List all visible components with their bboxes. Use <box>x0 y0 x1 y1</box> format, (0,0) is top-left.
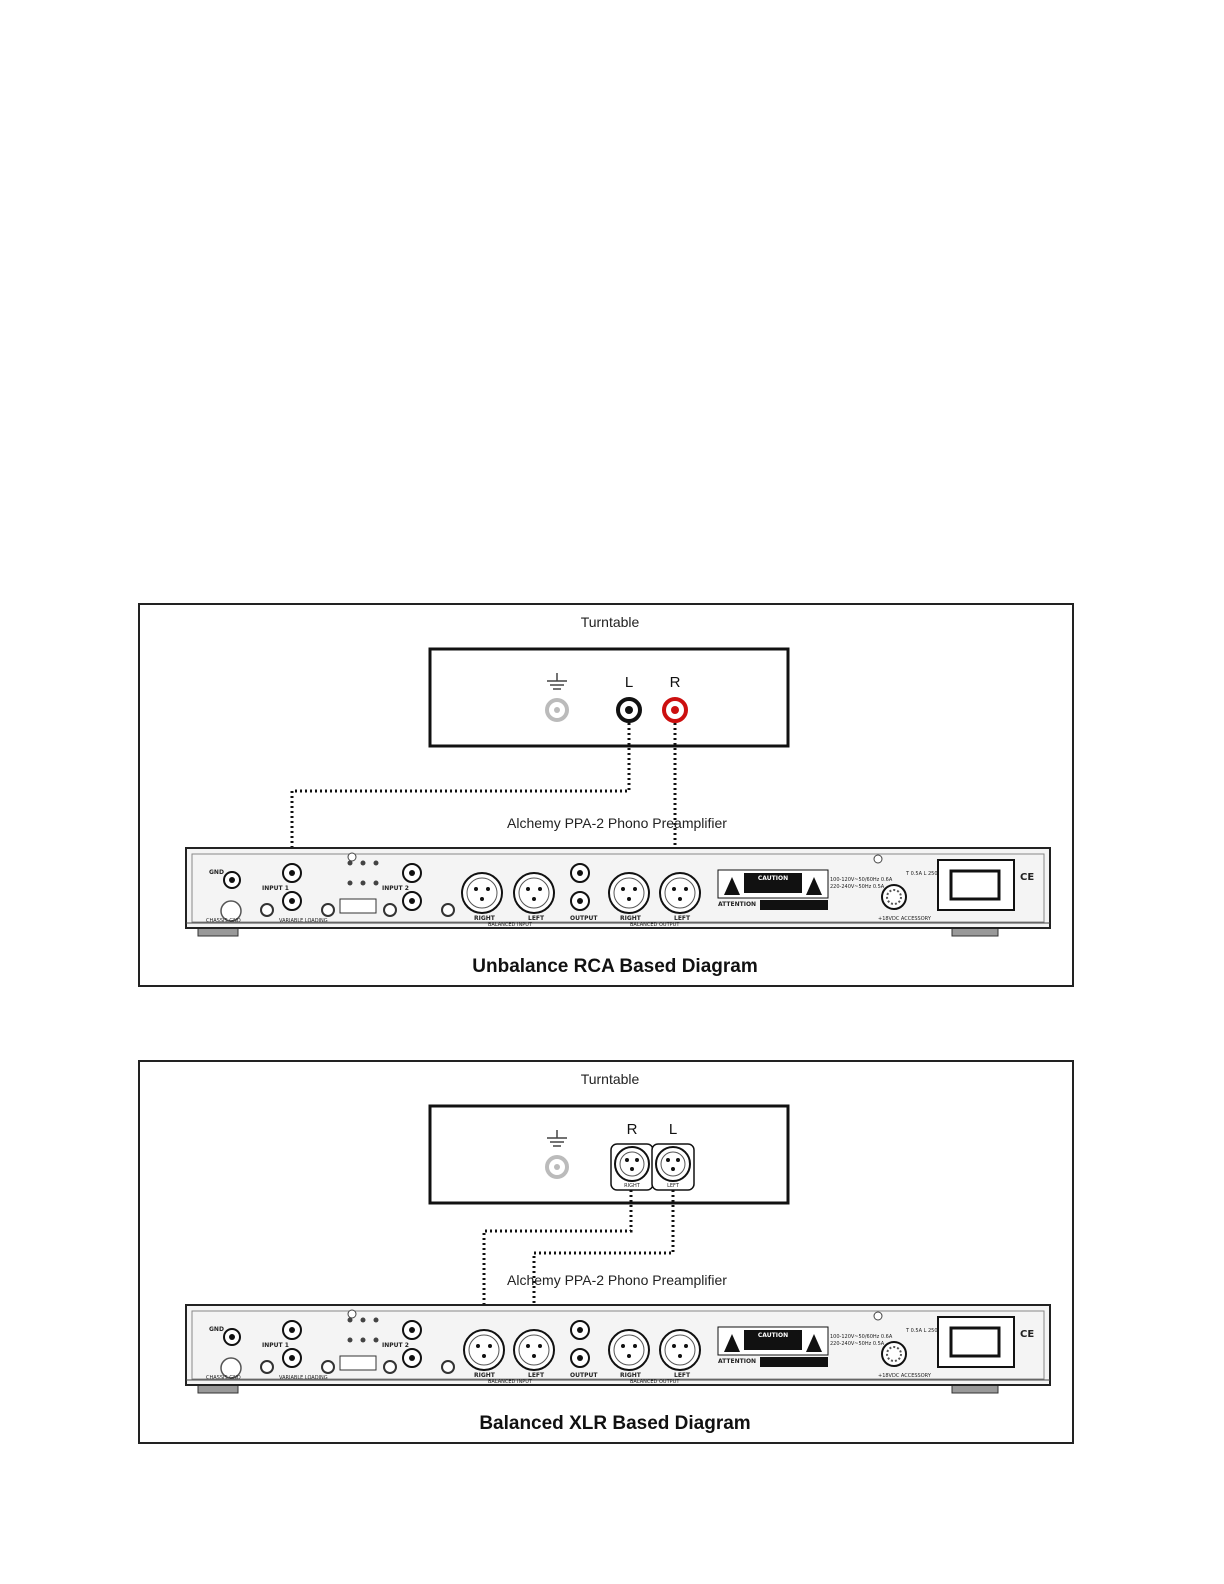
panel-input2-label: INPUT 2 <box>382 885 409 892</box>
panel-balanced-output-left <box>659 872 701 914</box>
panel-bal-in-left-label: LEFT <box>528 915 545 922</box>
panel-bal-in-label: BALANCED INPUT <box>488 1379 533 1385</box>
panel-balanced-input-right <box>463 1329 505 1371</box>
rca-diagram: Turntable L R <box>138 603 1074 987</box>
panel-output-label: OUTPUT <box>570 1372 598 1379</box>
panel-fuse: T 0.5A L 250V <box>905 1328 942 1334</box>
jack-label-l: L <box>625 674 633 691</box>
cable-right <box>482 1190 633 1324</box>
panel-bal-out-left-label: LEFT <box>674 915 691 922</box>
panel-accessory-label: +18VDC ACCESSORY <box>878 1373 932 1379</box>
panel-variable-jack-l <box>321 903 335 917</box>
panel-chassis-screw <box>220 1357 242 1379</box>
panel-balanced-output-right <box>608 872 650 914</box>
panel-variable-jack-r <box>260 903 274 917</box>
cable-left <box>532 1190 675 1324</box>
panel-bal-out-right-label: RIGHT <box>620 915 642 922</box>
diagram-caption: Balanced XLR Based Diagram <box>479 1413 750 1434</box>
jack-label-l: L <box>669 1121 677 1138</box>
panel-input2-label: INPUT 2 <box>382 1342 409 1349</box>
panel-dip-switch <box>339 1355 377 1371</box>
panel-bal-in-label: BALANCED INPUT <box>488 922 533 928</box>
panel-balanced-input-left <box>513 1329 555 1371</box>
xlr-diagram-svg: Turntable R L RIGHT <box>185 1071 1051 1434</box>
turntable-box: L R <box>428 647 790 748</box>
panel-chassis-screw <box>220 900 242 922</box>
panel-voltage1: 100-120V~50/60Hz 0.6A <box>830 877 893 883</box>
panel-fuse: T 0.5A L 250V <box>905 871 942 877</box>
turntable-label: Turntable <box>581 614 640 630</box>
svg-text:CAUTION: CAUTION <box>758 1332 788 1339</box>
panel-balanced-input-right <box>461 872 503 914</box>
panel-voltage2: 220-240V~50Hz 0.5A <box>830 1341 885 1347</box>
panel-voltage2: 220-240V~50Hz 0.5A <box>830 884 885 890</box>
panel-gnd-label: GND <box>209 1326 224 1333</box>
panel-bal-out-right-label: RIGHT <box>620 1372 642 1379</box>
panel-bal-out-left-label: LEFT <box>674 1372 691 1379</box>
warning-triangle-icon <box>724 877 740 895</box>
ce-mark: CE <box>1020 1329 1034 1340</box>
panel-voltage1: 100-120V~50/60Hz 0.6A <box>830 1334 893 1340</box>
panel-bal-in-right-label: RIGHT <box>474 1372 496 1379</box>
preamp-label: Alchemy PPA-2 Phono Preamplifier <box>507 1272 727 1288</box>
panel-bal-in-right-label: RIGHT <box>474 915 496 922</box>
panel-variable-loading-label: VARIABLE LOADING <box>279 918 328 924</box>
preamp-label: Alchemy PPA-2 Phono Preamplifier <box>507 815 727 831</box>
lightning-triangle-icon <box>806 1334 822 1352</box>
panel-dip-switch <box>339 898 377 914</box>
svg-text:CAUTION: CAUTION <box>758 875 788 882</box>
panel-variable-loading-label: VARIABLE LOADING <box>279 1375 328 1381</box>
ground-icon <box>547 673 567 690</box>
svg-text:LEFT: LEFT <box>667 1183 680 1189</box>
panel-accessory-label: +18VDC ACCESSORY <box>878 916 932 922</box>
rca-jack-right <box>662 697 688 723</box>
preamp-rear-panel: GND CHASSIS GND INPUT 1 VARIABLE LOADING… <box>185 847 1051 937</box>
panel-accessory-din <box>881 1341 907 1367</box>
panel-balanced-output-left <box>659 1329 701 1371</box>
rca-diagram-svg: Turntable L R <box>185 614 1051 977</box>
panel-input1-label: INPUT 1 <box>262 885 289 892</box>
jack-label-r: R <box>670 674 681 691</box>
ground-icon <box>547 1130 567 1147</box>
lightning-triangle-icon <box>806 877 822 895</box>
warning-triangle-icon <box>724 1334 740 1352</box>
panel-caution-label: CAUTION ATTENTION <box>717 869 829 910</box>
panel-chassis-gnd-label: CHASSIS GND <box>206 918 241 924</box>
xlr-jack-right: RIGHT <box>610 1143 654 1191</box>
panel-chassis-gnd-label: CHASSIS GND <box>206 1375 241 1381</box>
xlr-jack-left: LEFT <box>651 1143 695 1191</box>
panel-balanced-output-right <box>608 1329 650 1371</box>
panel-gnd-label: GND <box>209 869 224 876</box>
panel-caution-label: CAUTION ATTENTION <box>717 1326 829 1367</box>
jack-label-r: R <box>627 1121 638 1138</box>
panel-bal-out-label: BALANCED OUTPUT <box>630 1379 680 1385</box>
cable-left <box>290 723 631 867</box>
rca-jack-left <box>616 697 642 723</box>
ground-terminal <box>545 698 569 722</box>
preamp-rear-panel: GND CHASSIS GND INPUT 1 VARIABLE LOADING… <box>185 1304 1051 1394</box>
panel-attention-label: ATTENTION <box>718 1358 756 1365</box>
turntable-box: R L RIGHT LEFT <box>428 1104 790 1205</box>
ce-mark: CE <box>1020 872 1034 883</box>
turntable-label: Turntable <box>581 1071 640 1087</box>
diagram-caption: Unbalance RCA Based Diagram <box>472 956 757 977</box>
svg-text:RIGHT: RIGHT <box>624 1183 641 1189</box>
xlr-diagram: Turntable R L RIGHT <box>138 1060 1074 1444</box>
panel-balanced-input-left <box>513 872 555 914</box>
panel-output-label: OUTPUT <box>570 915 598 922</box>
panel-bal-out-label: BALANCED OUTPUT <box>630 922 680 928</box>
ground-terminal <box>545 1155 569 1179</box>
panel-bal-in-left-label: LEFT <box>528 1372 545 1379</box>
panel-accessory-din <box>881 884 907 910</box>
panel-input1-label: INPUT 1 <box>262 1342 289 1349</box>
panel-attention-label: ATTENTION <box>718 901 756 908</box>
